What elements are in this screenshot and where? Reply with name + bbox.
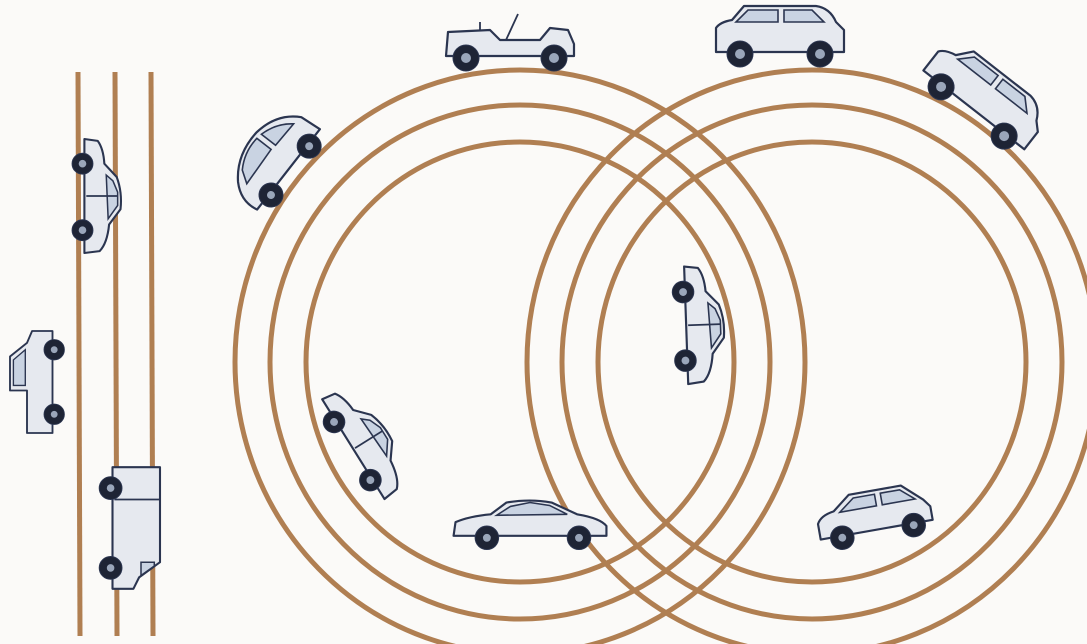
truck-icon bbox=[10, 331, 64, 433]
sedan-on-left-loop-lower bbox=[311, 379, 416, 505]
right-loop-ring-middle bbox=[562, 105, 1062, 619]
cars-layer bbox=[10, 6, 1053, 589]
roadster-icon bbox=[446, 14, 574, 71]
vintage-roadster-on-left-loop-top bbox=[446, 14, 574, 71]
hatch-icon bbox=[814, 481, 935, 553]
hatchback-on-right-loop-bottom bbox=[814, 481, 935, 553]
suv-icon bbox=[716, 6, 844, 67]
coupe-on-left-loop-bottom bbox=[454, 501, 607, 550]
right-loop-ring-inner bbox=[598, 142, 1026, 582]
crossover-on-right-loop-top-right bbox=[914, 34, 1052, 161]
truck-on-left-track bbox=[10, 331, 64, 433]
sedan-icon bbox=[311, 379, 416, 505]
coupe-icon bbox=[454, 501, 607, 550]
suv-icon bbox=[914, 34, 1052, 161]
suv-on-right-loop-top bbox=[716, 6, 844, 67]
